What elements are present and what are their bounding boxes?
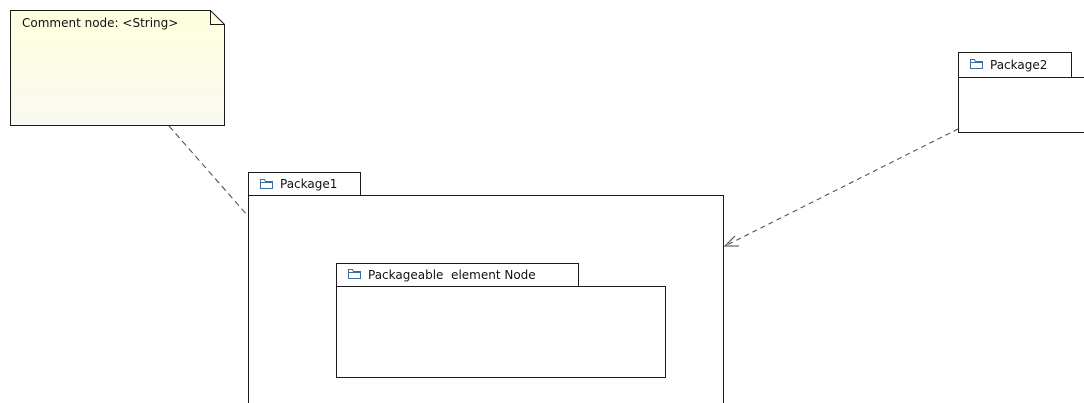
package2-node[interactable] xyxy=(958,52,1084,133)
packageable-element-label: Packageable element Node xyxy=(368,268,536,282)
package2-label: Package2 xyxy=(990,58,1048,72)
comment-node[interactable] xyxy=(10,10,225,126)
packageable-element-body xyxy=(336,286,666,378)
package2-body xyxy=(958,77,1084,133)
package1-label: Package1 xyxy=(280,177,338,191)
comment-node-text: Comment node: <String> xyxy=(22,16,179,30)
folded-corner-icon xyxy=(210,10,225,25)
folder-icon xyxy=(970,59,983,69)
folder-icon xyxy=(348,269,361,279)
folder-icon xyxy=(260,179,273,189)
dependency-connector[interactable] xyxy=(723,128,959,247)
open-arrowhead-icon xyxy=(723,235,739,247)
comment-link-connector[interactable] xyxy=(168,125,249,217)
packageable-element-node[interactable] xyxy=(336,263,666,378)
